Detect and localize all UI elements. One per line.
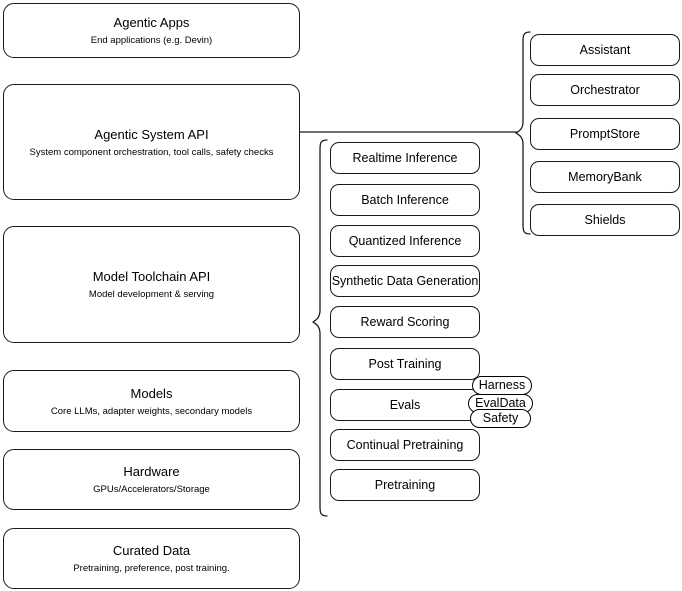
eval-pill-harness[interactable]: Harness <box>472 376 532 395</box>
component-label: Orchestrator <box>570 82 640 97</box>
connector-system-api-to-components <box>300 131 518 133</box>
layer-box-models[interactable]: Models Core LLMs, adapter weights, secon… <box>3 370 300 432</box>
component-label: Assistant <box>579 42 631 57</box>
capability-label: Pretraining <box>374 477 436 492</box>
layer-subtitle: GPUs/Accelerators/Storage <box>93 484 210 495</box>
eval-pill-safety[interactable]: Safety <box>470 409 531 428</box>
layer-subtitle: Core LLMs, adapter weights, secondary mo… <box>50 405 253 417</box>
capability-box-reward-scoring[interactable]: Reward Scoring <box>330 306 480 338</box>
layer-box-hardware[interactable]: Hardware GPUs/Accelerators/Storage <box>3 449 300 510</box>
layer-box-agentic-system-api[interactable]: Agentic System API System component orch… <box>3 84 300 200</box>
capability-label: Evals <box>389 397 421 412</box>
component-box-orchestrator[interactable]: Orchestrator <box>530 74 680 106</box>
layer-title: Agentic Apps <box>113 15 190 30</box>
layer-subtitle: Pretraining, preference, post training. <box>73 563 230 574</box>
layer-title: Model Toolchain API <box>92 269 211 284</box>
component-label: Shields <box>584 212 626 227</box>
component-label: MemoryBank <box>568 169 642 184</box>
capability-label: Post Training <box>368 356 442 371</box>
capability-label: Reward Scoring <box>360 314 450 329</box>
layer-title: Curated Data <box>112 543 191 558</box>
capability-label: Batch Inference <box>361 192 449 207</box>
brace-toolchain-capabilities <box>312 139 328 517</box>
component-box-promptstore[interactable]: PromptStore <box>530 118 680 150</box>
brace-system-components <box>515 31 531 235</box>
component-box-shields[interactable]: Shields <box>530 204 680 236</box>
capability-box-quantized-inference[interactable]: Quantized Inference <box>330 225 480 257</box>
capability-box-evals[interactable]: Evals <box>330 389 480 421</box>
layer-title: Hardware <box>123 464 180 479</box>
layer-title: Agentic System API <box>94 126 209 142</box>
layer-subtitle: End applications (e.g. Devin) <box>90 35 213 46</box>
component-label: PromptStore <box>569 126 641 141</box>
capability-label: Realtime Inference <box>352 150 458 165</box>
capability-box-synthetic-data-generation[interactable]: Synthetic Data Generation <box>330 265 480 297</box>
capability-box-pretraining[interactable]: Pretraining <box>330 469 480 501</box>
component-box-assistant[interactable]: Assistant <box>530 34 680 66</box>
layer-box-curated-data[interactable]: Curated Data Pretraining, preference, po… <box>3 528 300 589</box>
capability-label: Quantized Inference <box>348 233 462 248</box>
layer-title: Models <box>130 385 173 401</box>
capability-label: Synthetic Data Generation <box>331 273 479 288</box>
capability-box-realtime-inference[interactable]: Realtime Inference <box>330 142 480 174</box>
layer-subtitle: System component orchestration, tool cal… <box>29 146 274 158</box>
layer-box-model-toolchain-api[interactable]: Model Toolchain API Model development & … <box>3 226 300 343</box>
capability-box-post-training[interactable]: Post Training <box>330 348 480 380</box>
component-box-memorybank[interactable]: MemoryBank <box>530 161 680 193</box>
capability-box-continual-pretraining[interactable]: Continual Pretraining <box>330 429 480 461</box>
capability-box-batch-inference[interactable]: Batch Inference <box>330 184 480 216</box>
layer-box-agentic-apps[interactable]: Agentic Apps End applications (e.g. Devi… <box>3 3 300 58</box>
capability-label: Continual Pretraining <box>346 437 464 452</box>
layer-subtitle: Model development & serving <box>88 289 215 300</box>
